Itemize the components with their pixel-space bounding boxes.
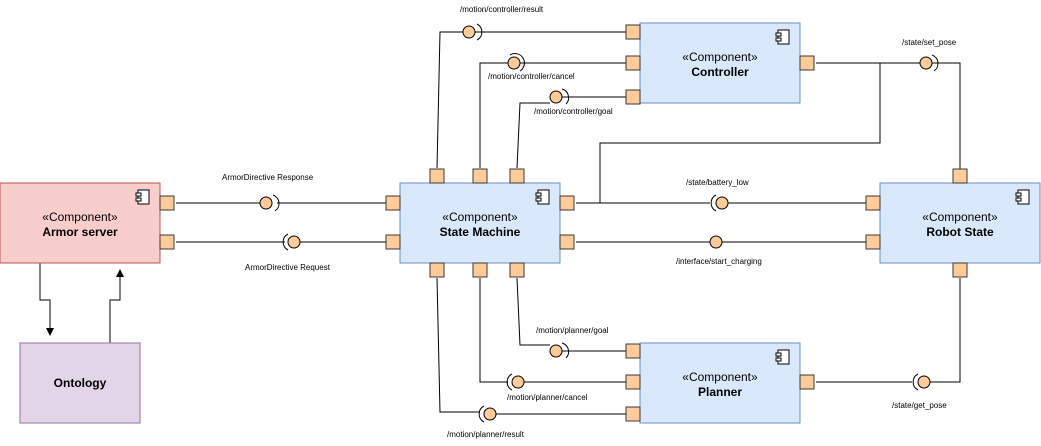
- port[interactable]: [559, 234, 575, 250]
- interface-controller-cancel: [507, 53, 525, 72]
- port[interactable]: [952, 262, 968, 278]
- planner-box[interactable]: [639, 342, 801, 424]
- port[interactable]: [625, 406, 641, 422]
- robot-state-title: Robot State: [926, 225, 994, 239]
- ontology-title: Ontology: [54, 376, 107, 390]
- port[interactable]: [799, 55, 815, 71]
- armor-title: Armor server: [42, 225, 118, 239]
- interface-get-pose: [912, 373, 931, 391]
- armor-stereotype: «Component»: [42, 210, 118, 224]
- planner-stereotype: «Component»: [682, 370, 758, 384]
- port[interactable]: [472, 168, 488, 184]
- armor-server-box[interactable]: [0, 182, 161, 264]
- port[interactable]: [625, 343, 641, 359]
- wire-planner-goal: [516, 277, 626, 352]
- component-icon: [1015, 189, 1030, 205]
- wire-controller-goal: [516, 96, 626, 169]
- label-planner-result: /motion/planner/result: [447, 430, 525, 439]
- label-planner-cancel: /motion/planner/cancel: [507, 393, 588, 402]
- port[interactable]: [799, 374, 815, 390]
- wire-planner-cancel: [479, 278, 626, 383]
- interface-start-charging: [709, 235, 723, 249]
- wire-controller-cancel: [479, 62, 626, 168]
- port[interactable]: [509, 168, 525, 184]
- label-controller-cancel: /motion/controller/cancel: [488, 72, 575, 81]
- port[interactable]: [429, 168, 445, 184]
- component-icon: [775, 29, 790, 45]
- interface-planner-cancel: [506, 373, 525, 391]
- label-controller-goal: /motion/controller/goal: [534, 107, 613, 116]
- port[interactable]: [429, 262, 445, 278]
- label-armor-request: ArmorDirective Request: [245, 263, 331, 272]
- label-controller-result: /motion/controller/result: [460, 5, 544, 14]
- port[interactable]: [625, 55, 641, 71]
- wire-planner-result: [436, 277, 626, 415]
- label-armor-response: ArmorDirective Response: [222, 173, 314, 182]
- port[interactable]: [625, 89, 641, 105]
- state-machine-title: State Machine: [440, 225, 521, 239]
- wire-controller-result: [436, 31, 626, 169]
- port[interactable]: [625, 374, 641, 390]
- interface-planner-result: [478, 405, 497, 423]
- port[interactable]: [865, 234, 881, 250]
- port[interactable]: [472, 262, 488, 278]
- interface-armor-response: [259, 194, 280, 212]
- component-icon: [135, 189, 150, 205]
- component-icon: [535, 189, 550, 205]
- port[interactable]: [385, 234, 401, 250]
- label-start-charging: /interface/start_charging: [676, 257, 762, 266]
- component-icon: [775, 349, 790, 365]
- wire-armor-to-ontology: [39, 263, 54, 336]
- wire-get-pose: [816, 278, 961, 383]
- interface-controller-goal: [549, 88, 570, 105]
- robot-state-stereotype: «Component»: [922, 210, 998, 224]
- interface-planner-goal: [549, 342, 570, 359]
- interface-set-pose: [919, 54, 939, 72]
- port[interactable]: [559, 195, 575, 211]
- port[interactable]: [509, 262, 525, 278]
- controller-title: Controller: [691, 65, 749, 79]
- interface-battery-low: [710, 194, 729, 212]
- robot-state-box[interactable]: [879, 182, 1041, 264]
- wire-ontology-to-armor: [109, 269, 124, 343]
- port[interactable]: [625, 24, 641, 40]
- interface-controller-result: [462, 23, 483, 41]
- label-planner-goal: /motion/planner/goal: [536, 326, 609, 335]
- label-get-pose: /state/get_pose: [892, 401, 947, 410]
- ontology-box[interactable]: [19, 342, 141, 424]
- wire-set-pose: [816, 62, 961, 170]
- port[interactable]: [159, 195, 175, 211]
- state-machine-box[interactable]: [399, 182, 561, 264]
- label-battery-low: /state/battery_low: [686, 178, 749, 187]
- controller-stereotype: «Component»: [682, 50, 758, 64]
- state-machine-stereotype: «Component»: [442, 210, 518, 224]
- port[interactable]: [385, 195, 401, 211]
- interface-armor-request: [282, 233, 301, 251]
- planner-title: Planner: [698, 385, 742, 399]
- port[interactable]: [865, 195, 881, 211]
- label-set-pose: /state/set_pose: [902, 38, 957, 47]
- port[interactable]: [952, 168, 968, 184]
- port[interactable]: [159, 234, 175, 250]
